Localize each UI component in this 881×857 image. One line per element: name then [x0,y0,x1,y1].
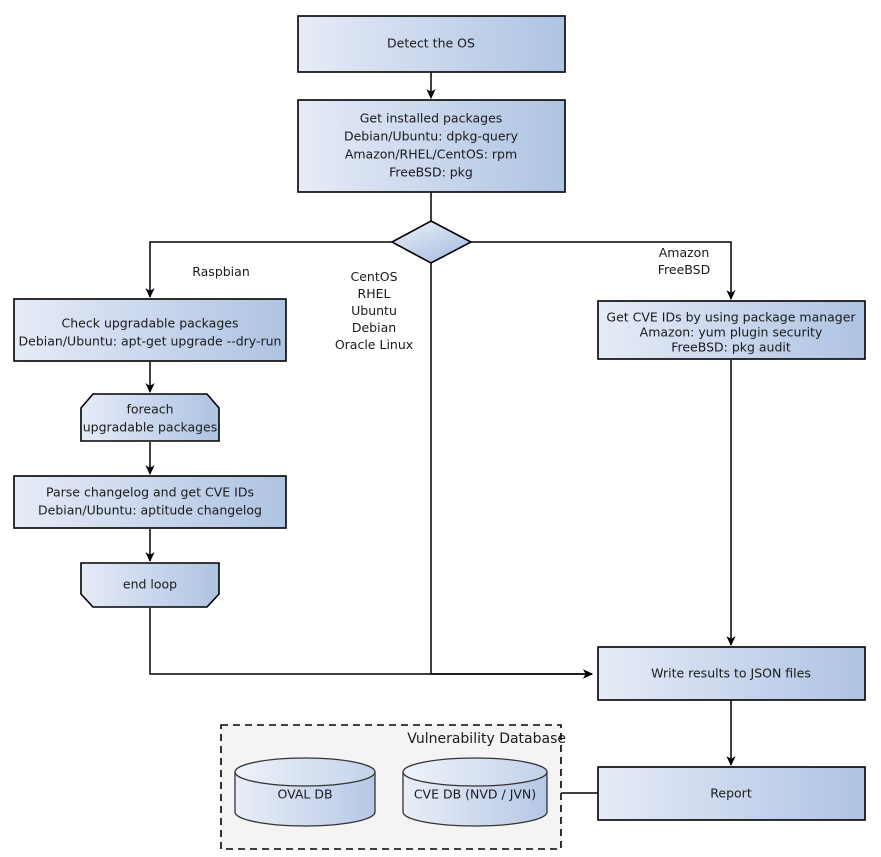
parse-changelog-box [13,475,287,529]
write-json-box [597,646,866,701]
write-json-label: Write results to JSON files [651,666,811,681]
branch-label-freebsd: FreeBSD [658,262,710,277]
vuln-db-group-title: Vulnerability Database [407,731,566,747]
branch-label-ubuntu: Ubuntu [351,303,397,318]
parse-changelog-line-2: Debian/Ubuntu: aptitude changelog [38,503,262,518]
detect-os-box [297,15,566,73]
node-get-installed-packages[interactable]: Get installed packages Debian/Ubuntu: dp… [297,99,566,193]
node-report[interactable]: Report [597,766,866,821]
get-installed-packages-line-3: Amazon/RHEL/CentOS: rpm [345,147,517,162]
oval-db-cylinder-top [234,757,376,787]
branch-label-amazon: Amazon [659,245,710,260]
foreach-line-2: upgradable packages [83,420,218,435]
oval-db-label: OVAL DB [277,787,332,802]
parse-changelog-line-1: Parse changelog and get CVE IDs [46,485,254,500]
cve-db-label: CVE DB (NVD / JVN) [414,787,536,802]
get-cve-ids-line-1: Get CVE IDs by using package manager [606,310,856,325]
edge-decision-to-write-json [430,263,594,679]
node-get-cve-ids[interactable]: Get CVE IDs by using package manager Ama… [597,300,866,360]
detect-os-label: Detect the OS [387,36,475,51]
node-end-loop[interactable]: end loop [80,562,220,608]
report-box [597,766,866,821]
node-foreach-loop-start[interactable]: foreach upgradable packages [80,393,220,442]
vulnerability-database-group: Vulnerability Database OVAL DB CVE DB (N… [220,724,566,850]
report-label: Report [710,786,752,801]
edge-decision-to-get-cve-ids [471,241,736,301]
get-installed-packages-line-1: Get installed packages [360,111,503,126]
cve-db-cylinder-body [402,771,548,827]
branch-label-right: Amazon FreeBSD [658,245,710,277]
node-detect-os[interactable]: Detect the OS [297,15,566,73]
foreach-loop-shape [80,393,220,442]
oval-db-cylinder-body [234,771,376,827]
get-installed-packages-line-4: FreeBSD: pkg [389,165,473,180]
node-write-json[interactable]: Write results to JSON files [597,646,866,701]
check-upgradable-line-1: Check upgradable packages [62,316,239,331]
get-cve-ids-line-2: Amazon: yum plugin security [640,325,823,340]
branch-label-oracle-linux: Oracle Linux [335,337,413,352]
check-upgradable-line-2: Debian/Ubuntu: apt-get upgrade --dry-run [19,334,282,349]
get-cve-ids-line-3: FreeBSD: pkg audit [671,340,791,355]
node-parse-changelog[interactable]: Parse changelog and get CVE IDs Debian/U… [13,475,287,529]
foreach-line-1: foreach [126,402,173,417]
cylinder-oval-db[interactable]: OVAL DB [234,757,376,827]
node-check-upgradable-packages[interactable]: Check upgradable packages Debian/Ubuntu:… [13,298,287,362]
end-loop-label: end loop [123,577,177,592]
get-installed-packages-box [297,99,566,193]
branch-label-centos: CentOS [350,269,397,284]
get-cve-ids-box [597,300,866,360]
cve-db-cylinder-top [402,757,548,787]
os-decision-diamond [390,220,473,264]
edge-end-loop-to-write-json [149,608,594,679]
branch-label-debian: Debian [352,320,396,335]
branch-label-center: CentOS RHEL Ubuntu Debian Oracle Linux [335,269,413,352]
check-upgradable-box [13,298,287,362]
cylinder-cve-db[interactable]: CVE DB (NVD / JVN) [402,757,548,827]
get-installed-packages-line-2: Debian/Ubuntu: dpkg-query [344,129,519,144]
branch-label-rhel: RHEL [358,286,391,301]
end-loop-shape [80,562,220,608]
branch-label-raspbian: Raspbian [192,264,250,279]
edge-decision-to-check-upgradable [145,241,397,299]
node-os-decision[interactable] [390,220,473,264]
